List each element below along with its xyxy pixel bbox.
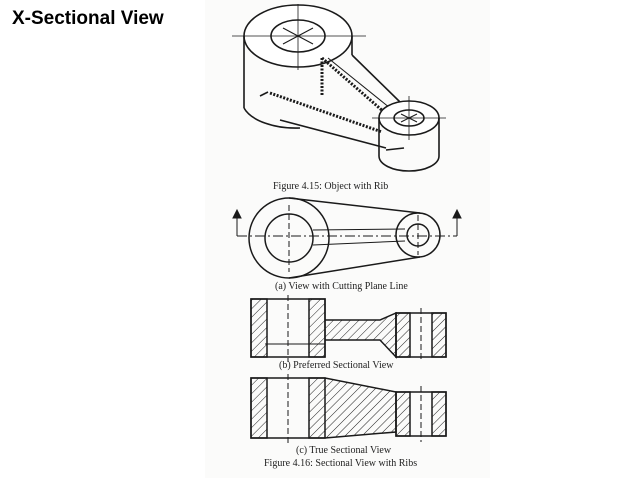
view-c-caption: (c) True Sectional View <box>296 445 392 456</box>
rib <box>259 54 401 149</box>
view-b-caption: (b) Preferred Sectional View <box>279 360 394 371</box>
figure-4-15-caption: Figure 4.15: Object with Rib <box>273 181 388 192</box>
slide-title: X-Sectional View <box>12 8 164 29</box>
view-b-sectional <box>250 295 447 362</box>
isometric-object-with-rib <box>232 4 446 172</box>
view-c-sectional <box>250 374 447 446</box>
large-cylinder <box>232 4 366 129</box>
view-a-caption: (a) View with Cutting Plane Line <box>275 281 408 292</box>
cutting-plane-line <box>232 205 462 272</box>
view-a-top-view <box>232 197 462 279</box>
small-cylinder <box>372 96 446 172</box>
figure-4-16-caption: Figure 4.16: Sectional View with Ribs <box>264 458 417 469</box>
